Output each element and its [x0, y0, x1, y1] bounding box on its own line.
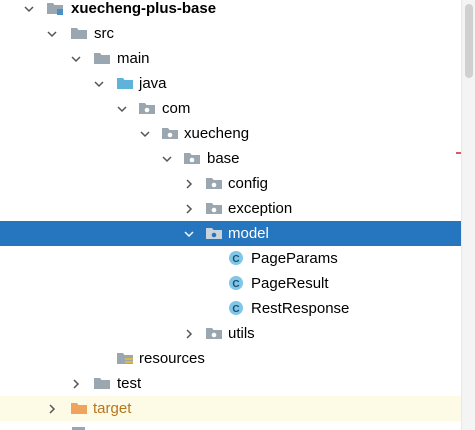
chevron-down-icon[interactable] — [182, 227, 196, 241]
folder-icon — [93, 50, 111, 66]
tree-row-src[interactable]: src — [0, 21, 461, 46]
tree-item-label: PageResult — [251, 275, 329, 292]
package-icon — [205, 175, 223, 191]
tree-item-label: model — [228, 225, 269, 242]
tree-item-label: base — [207, 150, 240, 167]
tree-row-pageresult[interactable]: C PageResult — [0, 271, 461, 296]
tree-row-test[interactable]: test — [0, 371, 461, 396]
tree-row-partial — [0, 421, 461, 430]
chevron-down-icon[interactable] — [138, 127, 152, 141]
tree-item-label: main — [117, 50, 150, 67]
scrollbar-thumb[interactable] — [465, 4, 473, 78]
svg-text:C: C — [232, 279, 239, 290]
tree-item-label: PageParams — [251, 250, 338, 267]
chevron-down-icon[interactable] — [22, 2, 36, 16]
module-folder-icon — [46, 0, 64, 16]
chevron-right-icon[interactable] — [69, 377, 83, 391]
package-icon — [138, 100, 156, 116]
file-icon — [70, 425, 88, 430]
svg-text:C: C — [232, 304, 239, 315]
package-icon — [161, 125, 179, 141]
chevron-right-icon[interactable] — [182, 177, 196, 191]
svg-text:C: C — [232, 254, 239, 265]
tree-item-label: config — [228, 175, 269, 192]
vertical-scrollbar[interactable] — [461, 0, 475, 430]
source-root-folder-icon — [116, 75, 134, 91]
excluded-folder-icon — [70, 400, 88, 416]
tree-item-label: test — [117, 375, 142, 392]
tree-row-pageparams[interactable]: C PageParams — [0, 246, 461, 271]
class-icon: C — [228, 300, 246, 316]
chevron-right-icon[interactable] — [45, 402, 59, 416]
chevron-right-icon[interactable] — [182, 327, 196, 341]
tree-item-label: exception — [228, 200, 293, 217]
tree-item-label: src — [94, 25, 114, 42]
chevron-down-icon[interactable] — [69, 52, 83, 66]
tree-item-label: com — [162, 100, 191, 117]
tree-row-restresponse[interactable]: C RestResponse — [0, 296, 461, 321]
chevron-down-icon[interactable] — [45, 27, 59, 41]
tree-row-com[interactable]: com — [0, 96, 461, 121]
tree-row-exception[interactable]: exception — [0, 196, 461, 221]
tree-row-config[interactable]: config — [0, 171, 461, 196]
tree-row-main[interactable]: main — [0, 46, 461, 71]
resources-folder-icon — [116, 350, 134, 366]
tree-item-label: utils — [228, 325, 255, 342]
folder-icon — [93, 375, 111, 391]
chevron-down-icon[interactable] — [160, 152, 174, 166]
folder-icon — [70, 25, 88, 41]
package-icon — [183, 150, 201, 166]
tree-row-base[interactable]: base — [0, 146, 461, 171]
package-icon — [205, 225, 223, 241]
tree-item-label: xuecheng-plus-base — [71, 0, 217, 17]
tree-row-xuecheng-plus-base[interactable]: xuecheng-plus-base — [0, 0, 461, 21]
package-icon — [205, 325, 223, 341]
tree-item-label: java — [139, 75, 167, 92]
class-icon: C — [228, 250, 246, 266]
chevron-down-icon[interactable] — [92, 77, 106, 91]
package-icon — [205, 200, 223, 216]
tree-row-model[interactable]: model — [0, 221, 461, 246]
tree-row-xuecheng[interactable]: xuecheng — [0, 121, 461, 146]
chevron-right-icon[interactable] — [182, 202, 196, 216]
tree-item-label: target — [93, 400, 132, 417]
tree-item-label: resources — [139, 350, 205, 367]
tree-item-label: xuecheng — [184, 125, 250, 142]
class-icon: C — [228, 275, 246, 291]
tree-row-target[interactable]: target — [0, 396, 461, 421]
tree-row-java[interactable]: java — [0, 71, 461, 96]
tree-row-resources[interactable]: resources — [0, 346, 461, 371]
tree-row-utils[interactable]: utils — [0, 321, 461, 346]
chevron-down-icon[interactable] — [115, 102, 129, 116]
tree-item-label: RestResponse — [251, 300, 350, 317]
